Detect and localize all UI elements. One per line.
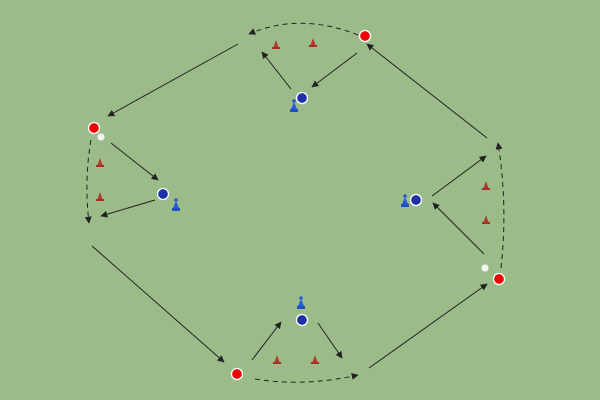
run-arrow — [100, 199, 156, 218]
pass-arrow — [254, 372, 359, 383]
blue-mannequin-icon — [297, 296, 305, 309]
pass-arrows — [84, 22, 505, 383]
blue-mannequin-icon — [172, 198, 180, 211]
blue-mannequin-icon — [401, 194, 409, 207]
run-arrow — [432, 202, 485, 255]
pass-arrow — [495, 142, 505, 269]
red-cone-icon — [482, 181, 490, 190]
red-cone-icon — [272, 40, 280, 49]
red-cone-icon — [96, 192, 104, 201]
red-player-icon — [230, 367, 244, 381]
run-arrow — [311, 52, 358, 88]
blue-player-icon — [156, 187, 170, 201]
balls — [97, 133, 489, 272]
cones — [96, 38, 490, 364]
red-player-icon — [87, 121, 101, 135]
red-cone-icon — [309, 38, 317, 47]
run-arrow — [91, 245, 225, 363]
run-arrow — [251, 321, 282, 361]
red-player-icon — [492, 272, 506, 286]
red-players — [87, 29, 506, 381]
red-cone-icon — [482, 215, 490, 224]
red-cone-icon — [311, 355, 319, 364]
ball-icon — [97, 133, 105, 141]
run-arrow — [110, 142, 159, 181]
run-arrow — [261, 51, 292, 90]
red-cone-icon — [273, 355, 281, 364]
blue-players — [156, 91, 423, 327]
run-arrow — [317, 322, 343, 359]
blue-player-icon — [409, 193, 423, 207]
run-arrow — [431, 155, 487, 197]
pass-arrow — [248, 22, 359, 36]
ball-icon — [481, 264, 489, 272]
run-arrow — [366, 43, 488, 139]
red-player-icon — [358, 29, 372, 43]
run-arrows — [91, 43, 488, 369]
blue-mannequin-icon — [290, 99, 298, 112]
blue-player-icon — [295, 313, 309, 327]
mannequins — [172, 99, 409, 309]
blue-player-icon — [295, 91, 309, 105]
run-arrow — [107, 43, 239, 117]
pass-arrow — [84, 139, 92, 224]
run-arrow — [368, 283, 488, 369]
red-cone-icon — [96, 158, 104, 167]
